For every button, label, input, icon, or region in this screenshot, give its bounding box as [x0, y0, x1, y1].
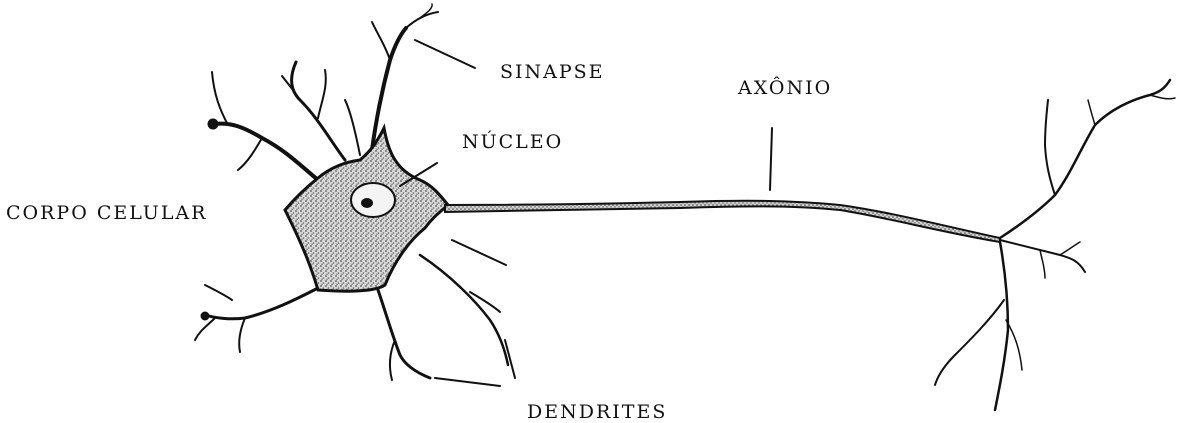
leader-axonio — [770, 128, 772, 190]
dendrite-top-branch-right — [406, 12, 438, 28]
label-axonio: AXÔNIO — [737, 76, 832, 99]
terminal-branch-upper — [1000, 80, 1170, 238]
nucleus-membrane — [351, 183, 395, 217]
label-corpo-celular: CORPO CELULAR — [6, 202, 207, 224]
terminal-branch-right-up — [1060, 242, 1080, 255]
dendrite-lower-middle — [378, 290, 430, 378]
dendrite-upper-left-branch-b — [238, 138, 262, 170]
dendrite-upper-middle-twig — [318, 70, 326, 118]
axon-terminal — [935, 80, 1175, 410]
dendrite-top-branch-left — [372, 22, 390, 60]
label-sinapse: SINAPSE — [500, 61, 605, 83]
terminal-branch-upper-twig-b — [1088, 100, 1095, 125]
leader-dendrites-c — [435, 378, 500, 386]
terminal-branch-right — [1000, 240, 1085, 272]
dendrite-upper-middle — [292, 62, 345, 160]
terminal-branch-down-left — [935, 300, 1004, 385]
dendrite-swelling-lower — [201, 312, 209, 320]
dendrite-top — [372, 28, 406, 150]
dendrite-top-side — [345, 100, 360, 155]
leader-dendrites-a — [452, 240, 506, 265]
terminal-branch-upper-twig-c — [1150, 95, 1175, 99]
label-dendrites: DENDRITES — [527, 401, 667, 423]
dendrite-lower-left-top — [205, 285, 232, 300]
dendrite-swelling-left — [208, 119, 218, 129]
axon — [445, 201, 1000, 242]
dendrite-lower-left — [205, 288, 318, 319]
label-nucleo: NÚCLEO — [462, 130, 563, 153]
terminal-branch-right-twig — [1040, 250, 1045, 278]
dendrite-lower-left-twig — [195, 318, 215, 340]
terminal-branch-upper-twig-a — [1045, 100, 1055, 195]
nucleolus — [361, 198, 373, 208]
dendrite-right-lower — [420, 255, 508, 365]
dendrite-upper-left-branch-a — [212, 72, 228, 125]
leader-lines — [400, 40, 772, 386]
terminal-branch-down — [995, 242, 1008, 410]
dendrite-lower-left-branch — [239, 318, 245, 352]
nucleus — [351, 183, 395, 217]
leader-sinapse — [415, 40, 475, 68]
dendrite-lower-middle-branch — [390, 340, 395, 380]
dendrite-upper-left — [215, 124, 318, 180]
